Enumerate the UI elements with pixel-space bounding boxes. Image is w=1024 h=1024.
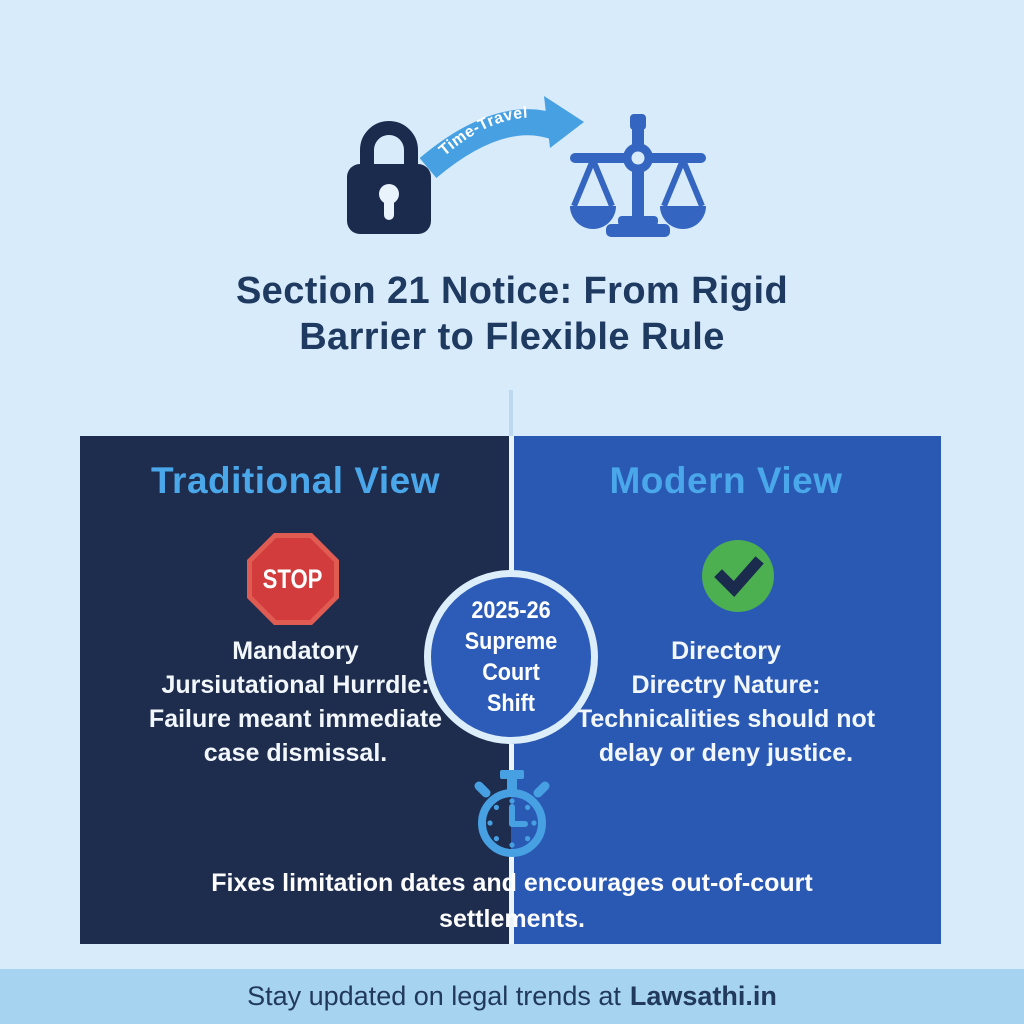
modern-body-line: Directry Nature:	[631, 671, 821, 699]
stop-sign-label: STOP	[263, 563, 323, 594]
badge-line: Supreme Court	[464, 627, 558, 686]
footer-text: Stay updated on legal trends at	[247, 981, 621, 1011]
divider-line	[509, 436, 514, 580]
footer-bar: Stay updated on legal trends at Lawsathi…	[0, 969, 1024, 1024]
traditional-body-line: Jursiutational Hurrdle:	[161, 671, 430, 699]
modern-view-heading: Modern View	[609, 460, 843, 501]
checkmark-icon	[702, 540, 774, 612]
divider-line	[509, 853, 514, 944]
scales-of-justice-icon	[568, 114, 708, 252]
divider-line-top	[509, 390, 513, 436]
modern-body-line: delay or deny justice.	[598, 739, 854, 767]
page-title: Section 21 Notice: From Rigid Barrier to…	[0, 268, 1024, 361]
supreme-court-shift-badge: 2025-26 Supreme Court Shift	[424, 570, 598, 744]
traditional-body-line: case dismissal.	[203, 739, 388, 767]
page-title-line-2: Barrier to Flexible Rule	[299, 316, 725, 359]
badge-text: 2025-26 Supreme Court Shift	[439, 595, 583, 720]
page-title-line-1: Section 21 Notice: From Rigid	[235, 270, 789, 312]
shared-caption: Fixes limitation dates and encourages ou…	[211, 869, 813, 933]
modern-body-line: Directory	[671, 637, 781, 665]
footer-brand: Lawsathi.in	[629, 981, 777, 1011]
padlock-icon	[341, 106, 437, 243]
modern-view-body: Directory Directry Nature: Technicalitie…	[511, 634, 941, 770]
traditional-body-line: Mandatory	[232, 637, 359, 665]
badge-line: 2025-26	[471, 596, 551, 624]
badge-line: Shift	[486, 690, 535, 718]
stopwatch-icon	[468, 770, 556, 863]
stop-sign-face: STOP	[252, 538, 334, 620]
traditional-view-heading: Traditional View	[150, 460, 440, 501]
divider-line	[509, 744, 514, 774]
modern-body-line: Technicalities should not	[576, 705, 876, 733]
stop-sign-icon: STOP	[247, 533, 339, 625]
traditional-view-body: Mandatory Jursiutational Hurrdle: Failur…	[80, 634, 511, 770]
time-travel-arrow-icon: Time-Travel	[419, 82, 590, 187]
traditional-body-line: Failure meant immediate	[148, 705, 443, 733]
